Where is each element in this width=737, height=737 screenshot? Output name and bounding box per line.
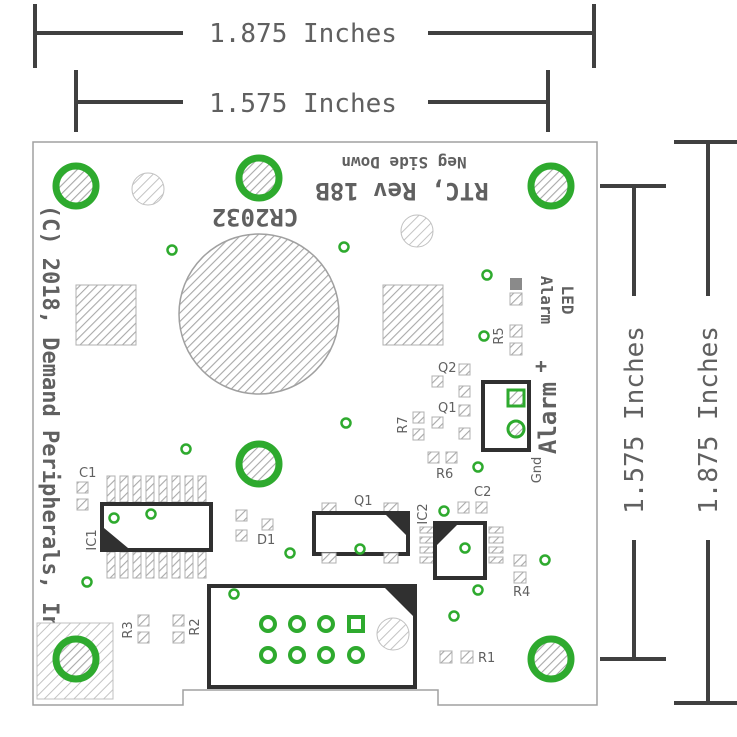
q1-label: Q1	[354, 494, 373, 509]
alarm-connector-label: Alarm	[534, 382, 562, 454]
r1-label: R1	[478, 651, 495, 666]
r5-pad-1	[509, 324, 523, 338]
vias	[81, 241, 551, 622]
gnd-label: Gnd	[530, 457, 545, 484]
board-title: RTC, Rev 18B	[315, 177, 488, 205]
q1-small-label: Q1	[438, 401, 457, 416]
r3-pad-1	[137, 614, 150, 627]
alarm-plus-sign: +	[535, 354, 547, 378]
fiducial-connector	[376, 617, 410, 651]
mounting-hole-top-right	[527, 162, 575, 210]
mounting-hole-top-center	[235, 154, 283, 202]
q1-pad-4	[383, 552, 399, 564]
r5-pad-2	[509, 342, 523, 356]
r7-pad-2	[412, 428, 425, 441]
alarm-led-pad-1	[510, 278, 522, 290]
alarm-led-label: Alarm	[537, 276, 556, 325]
copyright-label: (C) 2018, Demand Peripherals, Inc.	[37, 205, 62, 655]
r3-pad-2	[137, 631, 150, 644]
alarm-led-pad-2	[509, 292, 523, 306]
c1-label: C1	[79, 466, 96, 481]
r4-pad-1	[513, 554, 527, 567]
r6-pad-1	[427, 451, 440, 464]
dimension-inner-width: 1.575 Inches	[74, 70, 550, 132]
r2-pad-2	[172, 631, 185, 644]
r7-pad-1	[412, 411, 425, 424]
mounting-hole-bottom-right	[527, 635, 575, 683]
dimension-outer-height-label: 1.875 Inches	[694, 326, 724, 514]
fiducial-top-right	[400, 214, 434, 248]
alarm-connector-pin-1	[506, 388, 526, 408]
connector-pin1-marker	[385, 588, 413, 616]
r7-label: R7	[396, 416, 411, 433]
r6-pad-2	[445, 451, 458, 464]
r2-pad-1	[172, 614, 185, 627]
q1-small-pad-b	[458, 404, 471, 417]
mounting-holes	[52, 154, 575, 683]
battery-contact-left	[75, 284, 137, 346]
ic1-label: IC1	[85, 529, 100, 550]
q2-pad-a	[431, 375, 444, 388]
connector-outline	[207, 584, 417, 689]
ic2-pin1-marker	[437, 525, 457, 545]
d1-pad-1	[235, 509, 248, 522]
ic1-pins	[106, 475, 207, 579]
q2-pad-c	[458, 385, 471, 398]
battery-contact-right	[382, 284, 444, 346]
r4-pad-2	[513, 571, 527, 584]
q2-pad-b	[458, 363, 471, 376]
r2-label: R2	[188, 618, 203, 635]
r5-label: R5	[492, 327, 507, 344]
c1-pad-1	[76, 481, 89, 494]
alarm-led-label-2: LED	[558, 286, 577, 315]
ic2-label: IC2	[416, 503, 431, 524]
q1-pin1-marker	[386, 515, 406, 535]
dimension-inner-height-label: 1.575 Inches	[620, 326, 650, 514]
q1-pad-3	[321, 552, 337, 564]
c2-pad-2	[475, 501, 488, 514]
ic2-pins	[419, 526, 504, 564]
battery-pad	[178, 233, 340, 395]
mounting-hole-center	[235, 440, 283, 488]
r3-label: R3	[121, 621, 136, 638]
q1-small-pad-a	[431, 416, 444, 429]
dimension-outer-width-label: 1.875 Inches	[209, 19, 397, 49]
battery-label: CR2032	[212, 203, 299, 231]
mounting-hole-top-left	[52, 162, 100, 210]
ic1-pin1-marker	[104, 528, 128, 548]
c1-pad-2	[76, 498, 89, 511]
alarm-connector-pin-2	[506, 419, 526, 439]
dimension-outer-height: 1.875 Inches	[674, 140, 737, 705]
alarm-connector-outline	[481, 380, 531, 452]
r6-label: R6	[436, 467, 453, 482]
d1-pad-3	[235, 529, 248, 542]
dimension-inner-height: 1.575 Inches	[600, 184, 666, 661]
c2-label: C2	[474, 485, 491, 500]
r1-pad-1	[439, 650, 453, 664]
d1-label: D1	[257, 533, 275, 548]
dimension-inner-width-label: 1.575 Inches	[209, 89, 397, 119]
c2-pad-1	[457, 501, 470, 514]
r4-label: R4	[513, 585, 530, 600]
q2-label: Q2	[438, 361, 457, 376]
board-subtitle: Neg Side Down	[341, 153, 466, 172]
connector-pins	[259, 615, 365, 664]
dimension-outer-width: 1.875 Inches	[33, 4, 596, 68]
d1-pad-2	[261, 518, 274, 531]
r1-pad-2	[460, 650, 474, 664]
q1-small-pad-c	[458, 427, 471, 440]
fiducial-top-left	[131, 172, 165, 206]
